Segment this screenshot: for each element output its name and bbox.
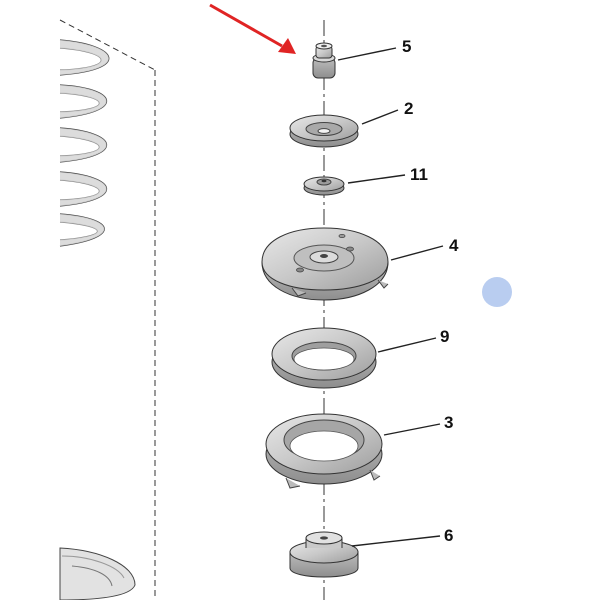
callout-11: 11 [410, 165, 428, 184]
callout-2: 2 [404, 99, 413, 118]
part-spring-seat [265, 413, 383, 489]
callout-5: 5 [402, 37, 411, 56]
leader-lines [337, 47, 444, 547]
part-strut-mount [261, 227, 389, 301]
callout-3: 3 [444, 413, 453, 432]
part-bearing-ring [271, 327, 377, 389]
callout-4: 4 [449, 236, 459, 255]
dashed-boundary [59, 19, 156, 600]
part-nut [312, 42, 336, 79]
red-arrow [209, 3, 296, 54]
blue-marker-dot [482, 277, 512, 307]
part-cup-washer [289, 114, 359, 148]
callout-9: 9 [440, 327, 449, 346]
callout-6: 6 [444, 526, 453, 545]
coil-spring-fill [60, 40, 109, 246]
part-small-washer [303, 176, 345, 196]
lower-left-part [59, 547, 136, 600]
part-bump-stop [289, 531, 359, 578]
